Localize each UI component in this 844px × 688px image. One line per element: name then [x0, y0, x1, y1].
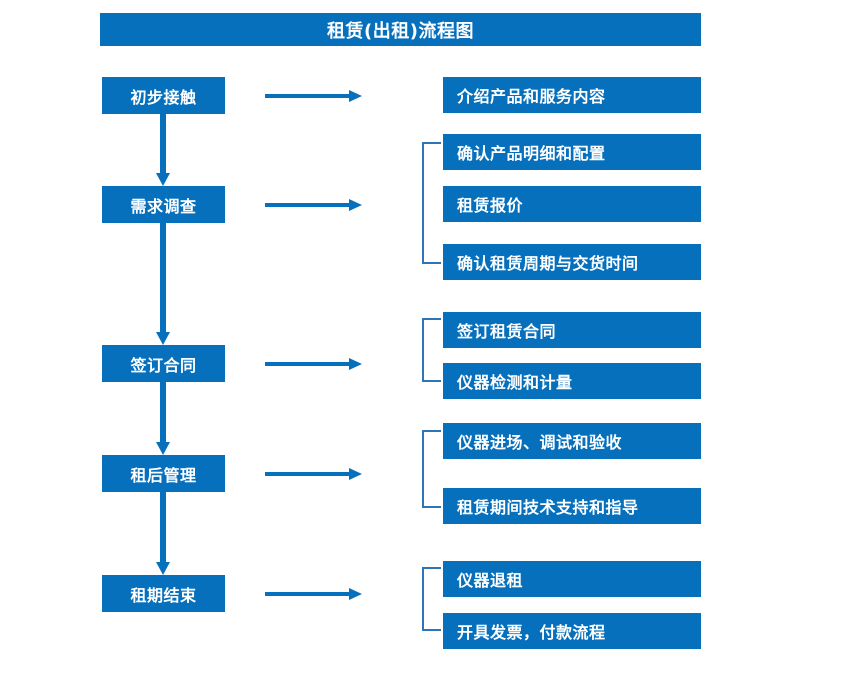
detail-box-rental-quote[interactable]: 租赁报价: [443, 186, 701, 222]
arrow-post-rent-icon: [265, 466, 362, 482]
stage-box-lease-end[interactable]: 租期结束: [102, 575, 225, 612]
flow-contract-to-manage-icon: [150, 382, 176, 455]
detail-box-confirm-period[interactable]: 确认租赁周期与交货时间: [443, 244, 701, 280]
bracket-needs-survey: [420, 142, 444, 264]
bracket-lease-end: [420, 567, 444, 631]
arrow-needs-survey-icon: [265, 197, 362, 213]
detail-box-invoice-payment[interactable]: 开具发票，付款流程: [443, 613, 701, 649]
detail-box-onsite-commission[interactable]: 仪器进场、调试和验收: [443, 423, 701, 459]
flow-contact-to-survey-icon: [150, 114, 176, 186]
detail-box-return-instrument[interactable]: 仪器退租: [443, 561, 701, 597]
stage-box-needs-survey[interactable]: 需求调查: [102, 186, 225, 223]
arrow-initial-contact-icon: [265, 88, 362, 104]
bracket-post-rent: [420, 430, 444, 508]
detail-box-inspect-measure[interactable]: 仪器检测和计量: [443, 363, 701, 399]
bracket-sign-contract: [420, 318, 444, 382]
detail-box-sign-lease[interactable]: 签订租赁合同: [443, 312, 701, 348]
page-title: 租赁(出租)流程图: [100, 13, 701, 46]
stage-box-sign-contract[interactable]: 签订合同: [102, 345, 225, 382]
flow-survey-to-contract-icon: [150, 223, 176, 345]
stage-box-initial-contact[interactable]: 初步接触: [102, 77, 225, 114]
arrow-lease-end-icon: [265, 586, 362, 602]
stage-box-post-rent-manage[interactable]: 租后管理: [102, 455, 225, 492]
flow-manage-to-end-icon: [150, 492, 176, 575]
detail-box-confirm-spec[interactable]: 确认产品明细和配置: [443, 134, 701, 170]
detail-box-intro-products[interactable]: 介绍产品和服务内容: [443, 77, 701, 113]
arrow-sign-contract-icon: [265, 356, 362, 372]
detail-box-tech-support[interactable]: 租赁期间技术支持和指导: [443, 488, 701, 524]
